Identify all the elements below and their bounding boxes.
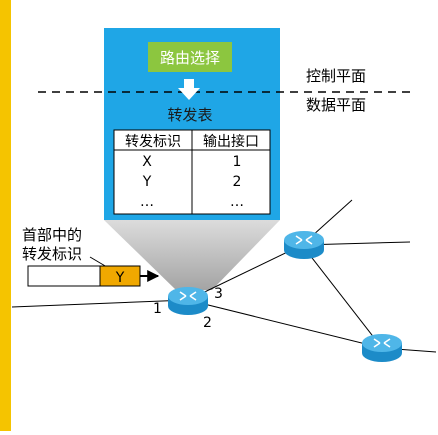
router-icon [168, 287, 208, 315]
table-cell: 2 [233, 174, 242, 190]
data-plane-label: 数据平面 [306, 96, 366, 114]
packet: Y [27, 265, 141, 287]
table-header-id: 转发标识 [125, 134, 181, 150]
down-arrow-icon [178, 79, 200, 100]
forwarding-table: 转发标识 输出接口 X 1 Y 2 … … [113, 129, 271, 215]
header-annotation-line2: 转发标识 [22, 245, 82, 263]
port-label-1: 1 [153, 301, 162, 317]
routing-box [148, 42, 232, 72]
port-label-3: 3 [214, 286, 223, 302]
left-accent-bar [0, 0, 11, 431]
control-plane-label: 控制平面 [306, 67, 366, 85]
table-cell: 1 [233, 154, 242, 170]
router-icon [284, 231, 324, 259]
table-cell: … [140, 194, 154, 210]
port-label-2: 2 [203, 315, 212, 331]
table-cell: Y [142, 174, 152, 190]
table-cell: X [142, 154, 152, 170]
header-annotation-line1: 首部中的 [22, 226, 82, 244]
table-cell: … [230, 194, 244, 210]
routing-label: 路由选择 [160, 49, 220, 67]
router-icon [362, 334, 402, 362]
table-title: 转发表 [167, 106, 212, 124]
packet-header-value: Y [115, 270, 125, 286]
lookup-beam [104, 220, 280, 290]
table-header-port: 输出接口 [203, 133, 259, 150]
